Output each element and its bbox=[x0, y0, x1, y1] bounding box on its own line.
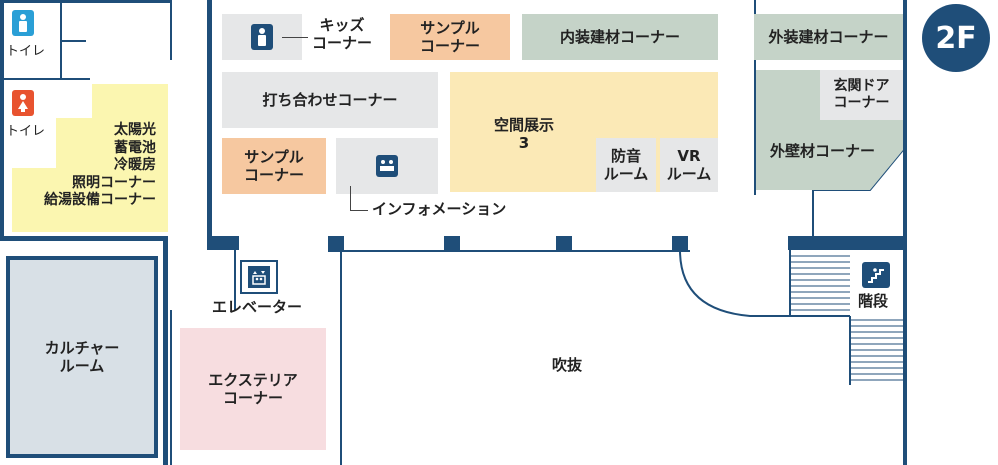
partition-line bbox=[0, 78, 90, 80]
information-leader-line bbox=[350, 210, 368, 211]
wall-right-outer bbox=[903, 0, 907, 465]
sample-corner-top: サンプル コーナー bbox=[390, 14, 510, 60]
solar-line: 太陽光 bbox=[114, 122, 156, 138]
wall-top bbox=[0, 0, 170, 3]
partition-line bbox=[234, 250, 236, 310]
toilet-label-womens: トイレ bbox=[6, 124, 46, 139]
partition-line bbox=[170, 310, 172, 465]
stairs-icon bbox=[862, 262, 890, 288]
solar-line: 冷暖房 bbox=[114, 157, 156, 173]
elevator-label: エレベーター bbox=[212, 298, 303, 316]
entrance-door-corner: 玄関ドア コーナー bbox=[820, 70, 903, 120]
partition-line bbox=[754, 0, 756, 195]
partition-line bbox=[340, 250, 690, 252]
solar-line: 蓄電池 bbox=[114, 139, 156, 156]
soundproof-room: 防音 ルーム bbox=[596, 138, 656, 192]
mens-toilet-icon bbox=[12, 10, 34, 36]
wall-center-beam bbox=[207, 236, 239, 250]
partition-line bbox=[812, 190, 814, 240]
information-leader-line bbox=[350, 186, 351, 210]
womens-toilet-icon bbox=[12, 90, 34, 116]
partition-line bbox=[340, 250, 342, 465]
information-icon bbox=[376, 155, 398, 177]
solar-corner: 太陽光 蓄電池 冷暖房 照明コーナー 給湯設備コーナー bbox=[44, 122, 156, 210]
solar-line: 給湯設備コーナー bbox=[44, 192, 156, 208]
exterior-corner: エクステリア コーナー bbox=[180, 328, 326, 450]
information-label: インフォメーション bbox=[372, 200, 507, 218]
wall-left-section bbox=[0, 236, 168, 241]
wall-top-left-outer bbox=[0, 0, 4, 240]
interior-materials-corner: 内装建材コーナー bbox=[522, 14, 718, 60]
wall-left-column bbox=[163, 236, 168, 465]
pillar bbox=[444, 236, 460, 252]
pillar bbox=[328, 236, 344, 252]
vr-room: VR ルーム bbox=[660, 138, 718, 192]
information-box bbox=[336, 138, 438, 194]
culture-room: カルチャー ルーム bbox=[6, 256, 158, 458]
exterior-materials-corner: 外装建材コーナー bbox=[754, 14, 903, 60]
kids-icon bbox=[251, 24, 273, 50]
atrium-label: 吹抜 bbox=[552, 356, 583, 374]
wall-stair-beam bbox=[788, 236, 907, 250]
kids-leader-line bbox=[282, 37, 308, 38]
sample-corner-left: サンプル コーナー bbox=[222, 138, 326, 194]
solar-line: 照明コーナー bbox=[72, 174, 156, 191]
meeting-corner: 打ち合わせコーナー bbox=[222, 72, 438, 128]
stairs-label: 階段 bbox=[858, 292, 889, 310]
pillar bbox=[556, 236, 572, 252]
wall-center-column bbox=[207, 0, 212, 250]
pillar bbox=[672, 236, 688, 252]
toilet-label-mens: トイレ bbox=[6, 44, 46, 59]
partition-line bbox=[170, 0, 172, 60]
floor-badge: 2F bbox=[922, 4, 990, 72]
elevator-icon bbox=[240, 260, 278, 294]
partition-line bbox=[60, 40, 86, 42]
kids-corner-label: キッズ コーナー bbox=[312, 16, 373, 52]
outer-wall-corner-label: 外壁材コーナー bbox=[770, 142, 876, 160]
